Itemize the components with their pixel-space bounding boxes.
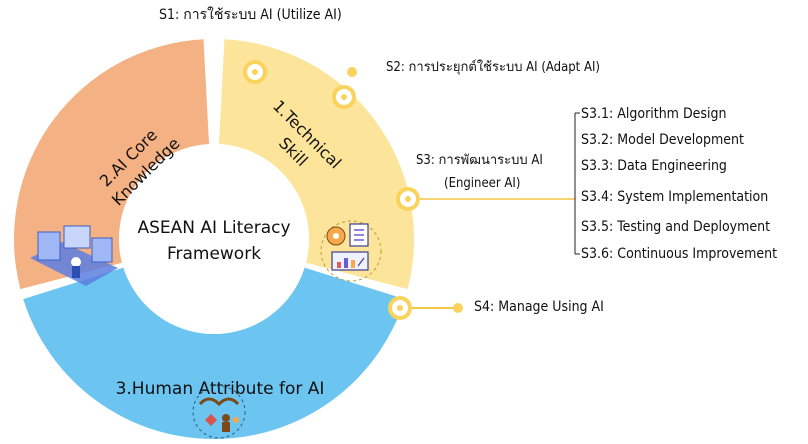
s3-label-line1: S3: การพัฒนาระบบ AI xyxy=(416,153,543,168)
s3-sub-item: S3.1: Algorithm Design xyxy=(581,106,727,122)
s4-end-dot xyxy=(453,303,463,313)
dashboard-illustration-icon xyxy=(30,225,118,286)
segment-human-attribute xyxy=(23,267,405,439)
tech-skill-icon xyxy=(320,220,382,282)
center-title: ASEAN AI Literacy Framework xyxy=(119,215,309,267)
s2-dot xyxy=(332,67,357,109)
hands-heart-icon xyxy=(192,385,246,439)
s4-dot xyxy=(388,296,412,320)
s3-sub-item: S3.6: Continuous Improvement xyxy=(581,246,778,262)
center-title-line1: ASEAN AI Literacy xyxy=(137,218,291,238)
s3-sub-item: S3.5: Testing and Deployment xyxy=(581,219,771,235)
center-circle xyxy=(119,144,309,334)
s3-sub-item: S3.3: Data Engineering xyxy=(581,158,727,174)
human-label: 3.Human Attribute for AI xyxy=(116,379,325,399)
s1-dot xyxy=(243,60,267,84)
center-title-line2: Framework xyxy=(166,244,262,264)
s3-dot xyxy=(396,187,420,211)
s3-sub-item: S3.4: System Implementation xyxy=(581,189,769,205)
segment-ai-core-knowledge xyxy=(14,39,210,290)
s4-label: S4: Manage Using AI xyxy=(474,299,604,315)
s2-label: S2: การประยุกต์ใช้ระบบ AI (Adapt AI) xyxy=(386,60,600,75)
s3-sub-item: S3.2: Model Development xyxy=(581,132,744,148)
s1-label: S1: การใช้ระบบ AI (Utilize AI) xyxy=(159,7,342,23)
s3-label-line2: (Engineer AI) xyxy=(444,176,521,191)
